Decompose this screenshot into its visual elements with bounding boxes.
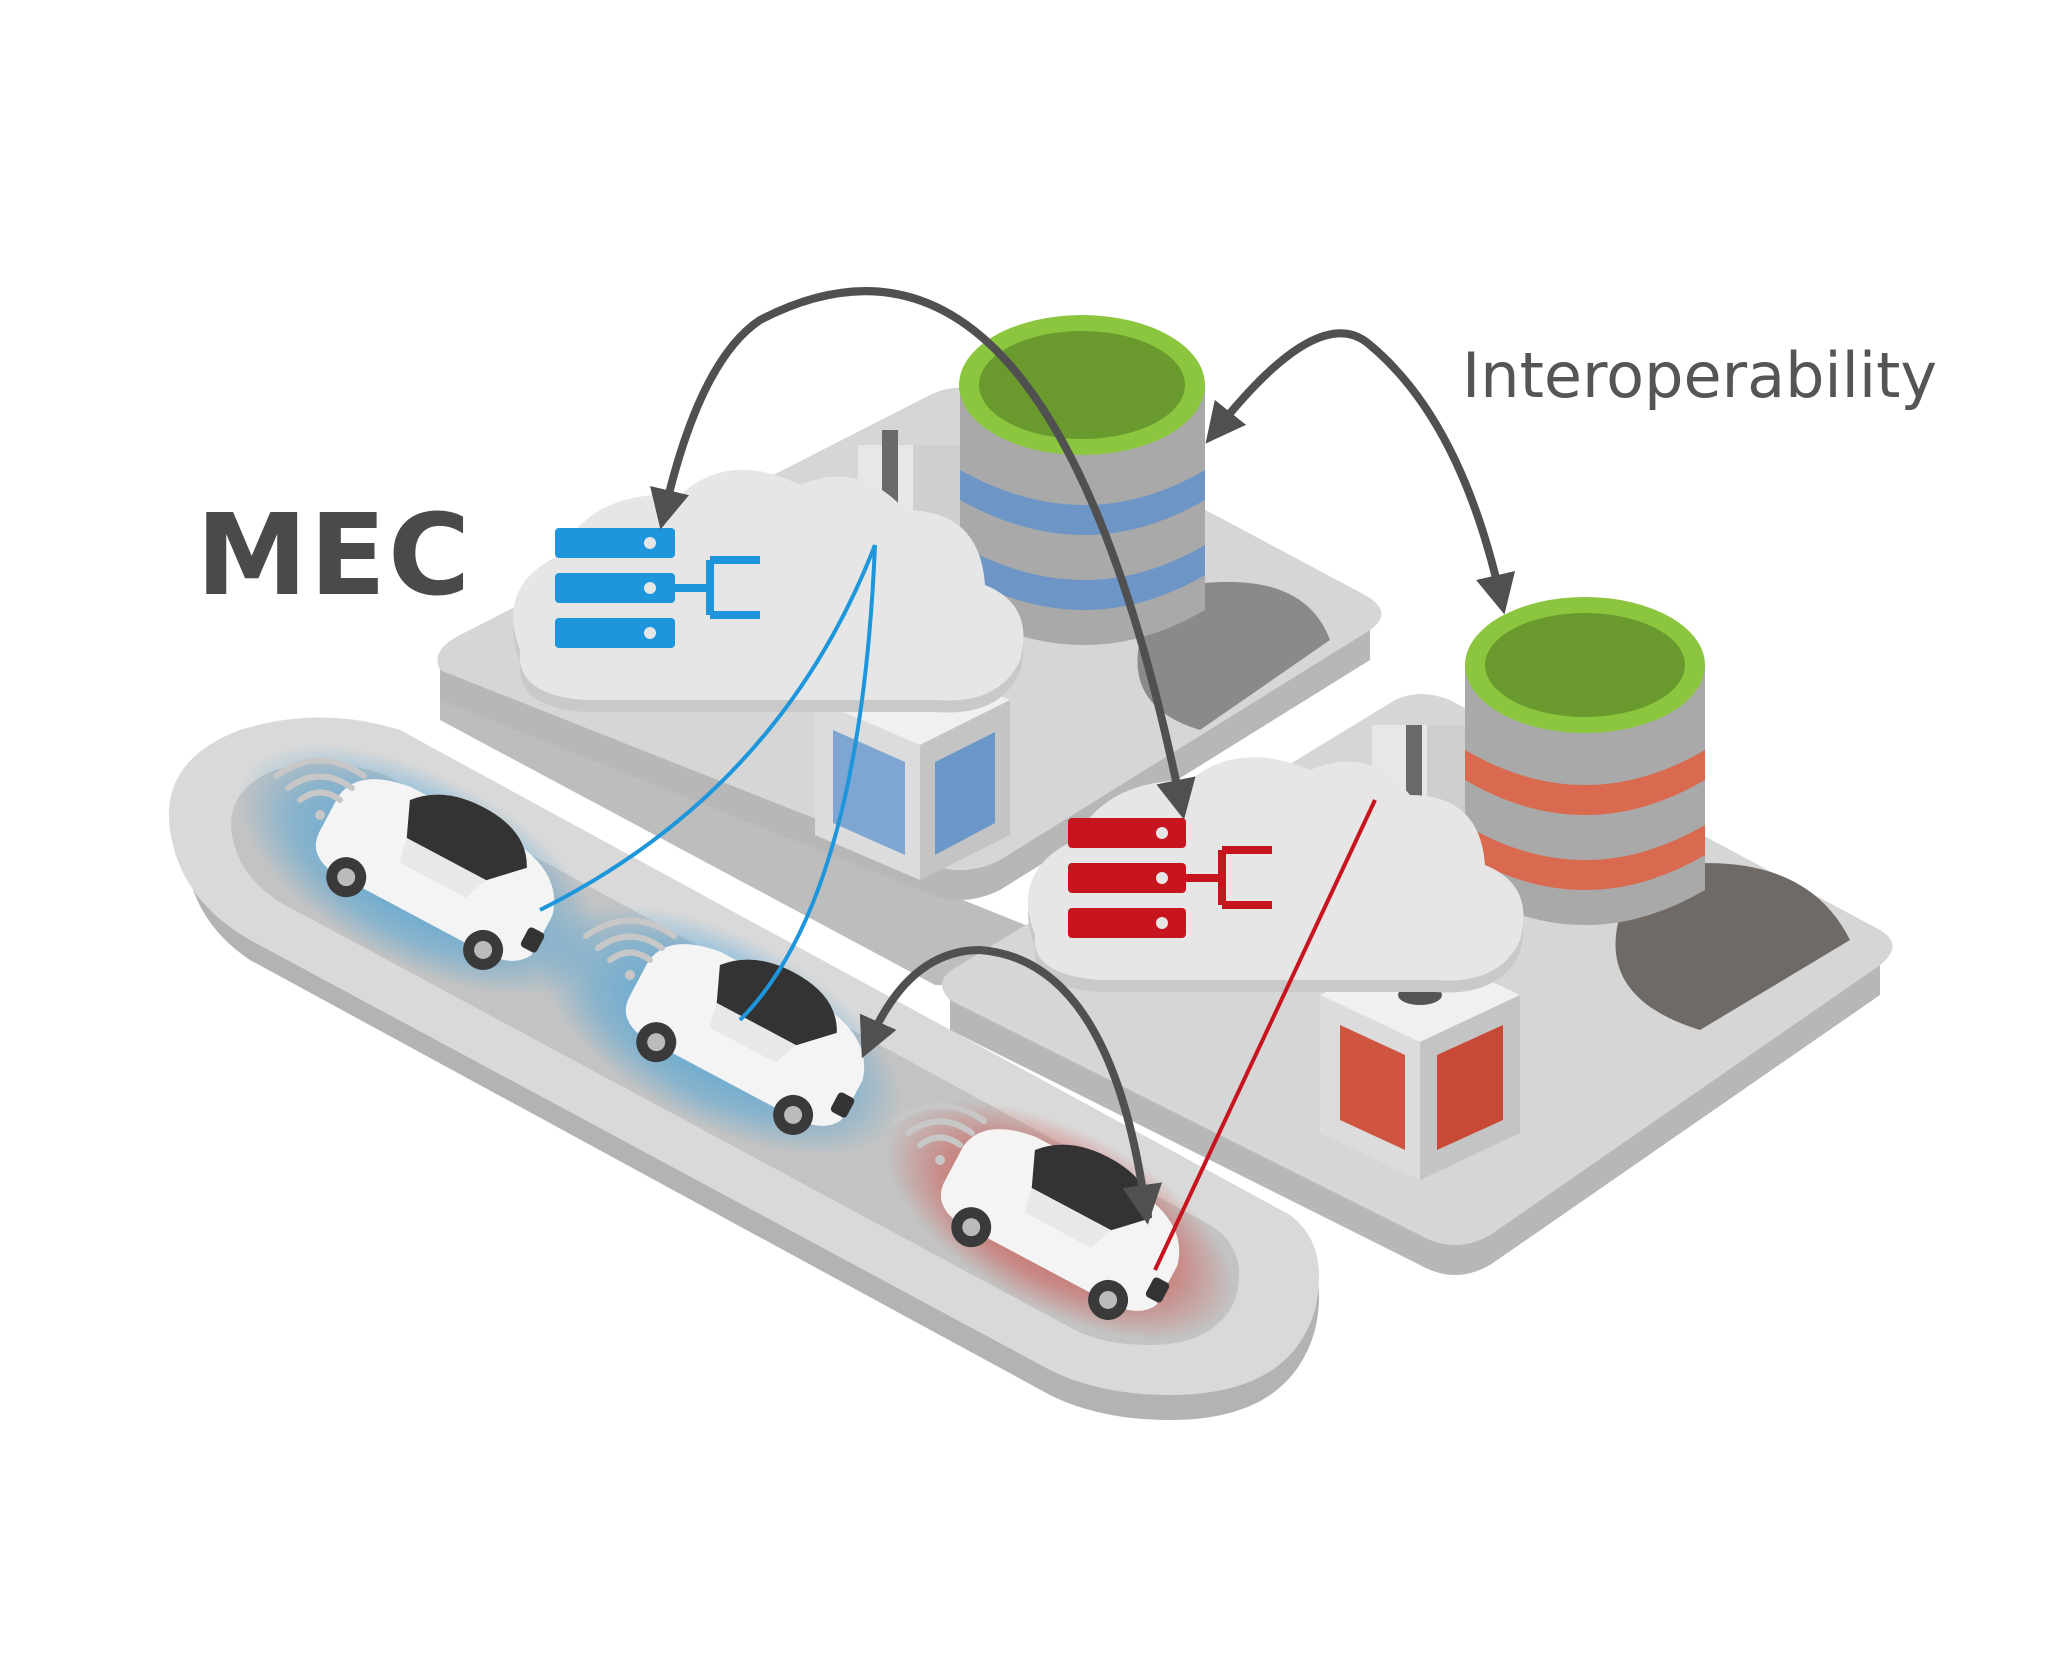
arrow-icon (650, 287, 1196, 820)
arrow-icon (859, 945, 1162, 1225)
operator-link-line (1153, 799, 1377, 1271)
car-icon (315, 779, 555, 970)
server-icon (1068, 818, 1272, 938)
car-icon (625, 944, 865, 1135)
arrow-icon (1205, 329, 1516, 615)
wifi-signal-icon (273, 757, 367, 820)
mec-label: MEC (196, 491, 473, 621)
interoperability-label: Interoperability (1462, 339, 1938, 412)
database-icon (1465, 597, 1705, 925)
wifi-signal-icon (583, 917, 677, 980)
